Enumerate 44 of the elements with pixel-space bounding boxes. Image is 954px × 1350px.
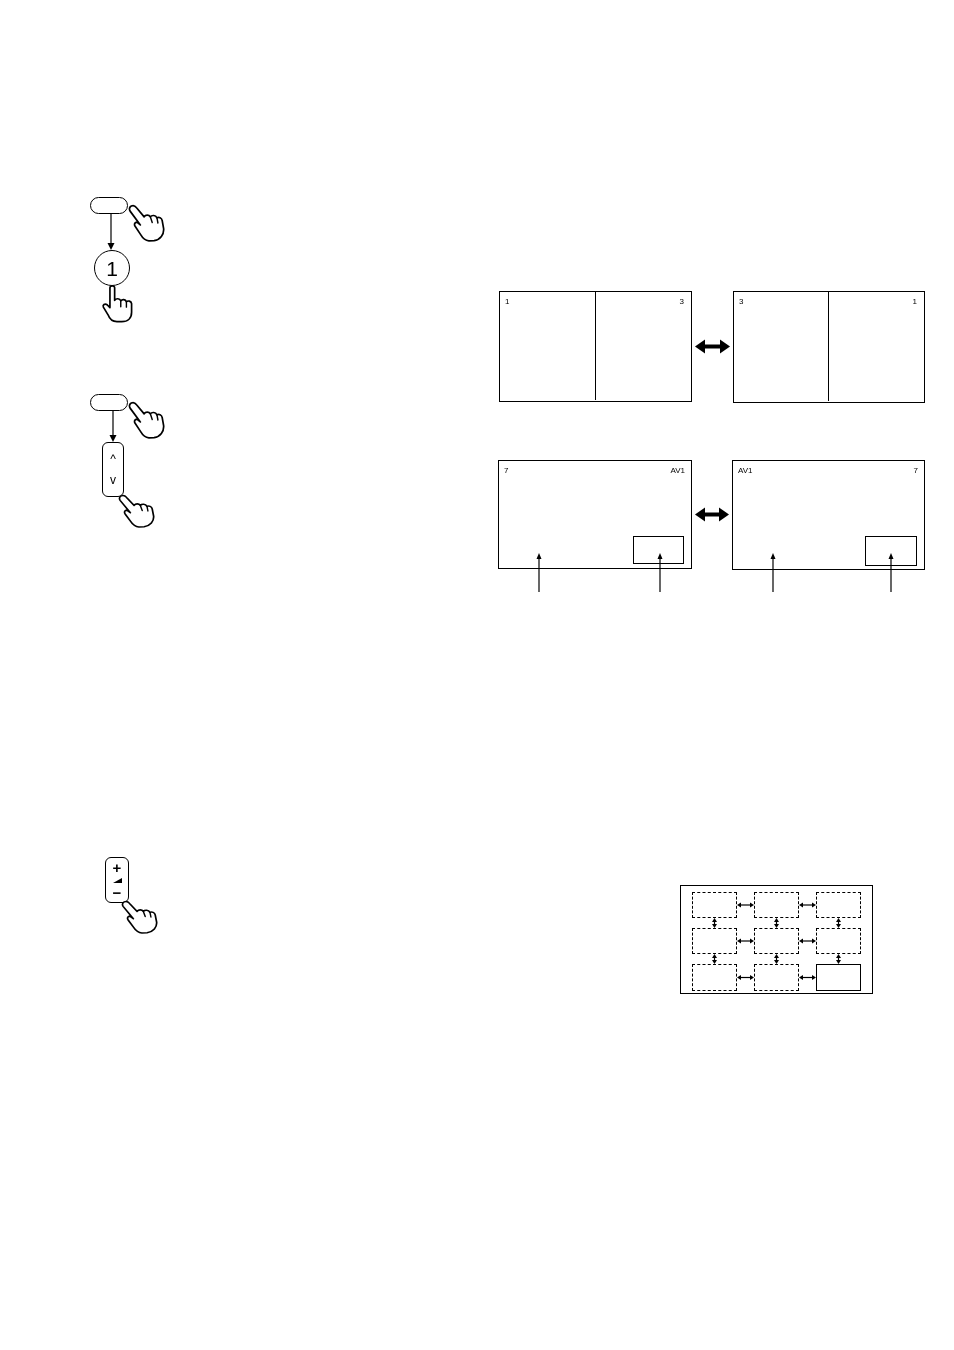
double-arrow bbox=[712, 954, 717, 964]
arrow bbox=[107, 213, 115, 250]
screen-label: 7 bbox=[504, 467, 509, 475]
tv-screen bbox=[732, 460, 925, 570]
double-arrow bbox=[737, 938, 754, 944]
double-arrow bbox=[774, 918, 779, 928]
window-position bbox=[692, 964, 737, 991]
tv-screen bbox=[680, 885, 873, 994]
leader-arrow bbox=[770, 553, 776, 593]
window-position bbox=[754, 892, 799, 918]
double-arrow bbox=[799, 975, 816, 980]
screen-label: 1 bbox=[912, 298, 917, 306]
window-position bbox=[692, 892, 737, 918]
double-arrow bbox=[712, 918, 717, 928]
double-arrow bbox=[737, 902, 754, 908]
screen-label: 3 bbox=[679, 298, 684, 306]
window-position bbox=[816, 892, 861, 918]
double-arrow bbox=[737, 975, 754, 980]
tv-screen bbox=[498, 460, 692, 569]
window-position bbox=[754, 964, 799, 991]
double-arrow bbox=[799, 938, 816, 944]
leader-arrow bbox=[536, 553, 542, 593]
screen-label: 7 bbox=[913, 467, 918, 475]
window-position bbox=[692, 928, 737, 954]
arrow bbox=[109, 410, 117, 442]
screen-label: 1 bbox=[505, 298, 510, 306]
sub-picture-window bbox=[816, 964, 861, 991]
window-position bbox=[816, 928, 861, 954]
screen-label: AV1 bbox=[738, 467, 753, 475]
double-arrow bbox=[774, 954, 779, 964]
window-position bbox=[754, 928, 799, 954]
double-arrow bbox=[836, 918, 841, 928]
leader-arrow bbox=[888, 553, 894, 593]
double-arrow bbox=[836, 954, 841, 964]
screen-label: 3 bbox=[739, 298, 744, 306]
double-arrow bbox=[695, 507, 729, 522]
double-arrow bbox=[695, 339, 730, 354]
sub-picture-window bbox=[864, 535, 917, 566]
screen-label: AV1 bbox=[670, 467, 685, 475]
sub-picture-window bbox=[632, 535, 684, 564]
tv-screen bbox=[499, 291, 692, 402]
double-arrow bbox=[799, 902, 816, 908]
tv-screen bbox=[733, 291, 925, 403]
leader-arrow bbox=[657, 553, 663, 593]
